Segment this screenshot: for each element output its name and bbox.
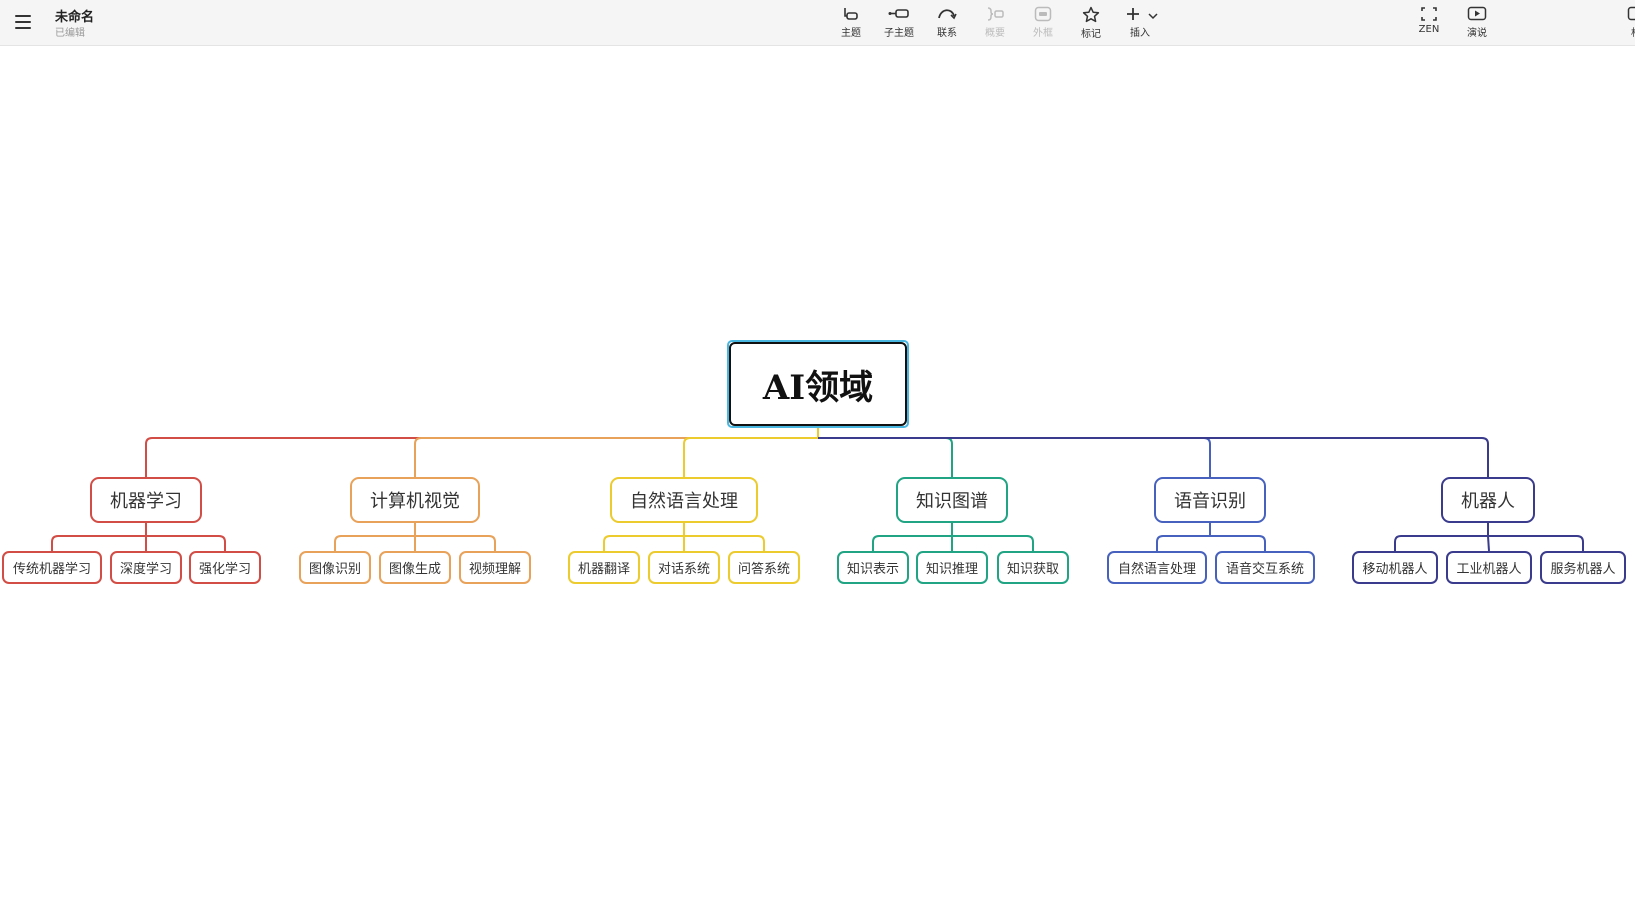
selection-highlight: [727, 340, 909, 428]
connector-line: [334, 535, 415, 551]
insert-button[interactable]: 插入: [1118, 4, 1162, 42]
connector-line: [952, 535, 1034, 551]
subtopic-node[interactable]: 自然语言处理: [1107, 551, 1207, 584]
document-title[interactable]: 未命名: [55, 10, 95, 25]
subtopic-node[interactable]: 图像识别: [299, 551, 371, 584]
connector-line: [818, 437, 1211, 477]
subtopic-node[interactable]: 知识获取: [997, 551, 1069, 584]
subtopic-node[interactable]: 深度学习: [110, 551, 182, 584]
plus-icon: [1127, 8, 1139, 20]
chevron-down-icon: [1148, 13, 1158, 20]
connector-line: [1394, 535, 1488, 551]
connector-line: [1487, 535, 1490, 552]
branch-topic[interactable]: 机器人: [1441, 477, 1535, 523]
connector-line: [818, 437, 953, 477]
boundary-box-icon: [1034, 6, 1052, 22]
topic-button-label: 主题: [841, 28, 861, 39]
subtopic-node[interactable]: 语音交互系统: [1215, 551, 1315, 584]
subtopic-node[interactable]: 工业机器人: [1446, 551, 1532, 584]
hamburger-menu-icon[interactable]: [12, 11, 34, 33]
present-button-label: 演说: [1467, 28, 1487, 39]
marker-button-label: 标记: [1081, 29, 1101, 40]
format-panel-label: 格: [1614, 24, 1635, 39]
relation-button-label: 联系: [937, 28, 957, 39]
subtopic-node[interactable]: 服务机器人: [1540, 551, 1626, 584]
root-topic[interactable]: AI领域: [729, 342, 907, 426]
subtopic-node[interactable]: 视频理解: [459, 551, 531, 584]
connector-line: [1488, 535, 1584, 551]
connector-line: [414, 437, 818, 477]
connector-line: [415, 535, 496, 551]
summary-brace-icon: [987, 7, 1004, 21]
relation-button[interactable]: 联系: [925, 4, 969, 42]
connector-line: [683, 437, 818, 477]
play-screen-icon: [1467, 6, 1487, 21]
subtopic-icon: [888, 9, 909, 18]
connector-line: [603, 535, 684, 551]
subtopic-node[interactable]: 问答系统: [728, 551, 800, 584]
zen-mode-button[interactable]: ZEN: [1407, 4, 1451, 42]
connector-line: [1210, 535, 1266, 551]
summary-button[interactable]: 概要: [973, 4, 1017, 42]
topic-button[interactable]: 主题: [829, 4, 873, 42]
present-button[interactable]: 演说: [1455, 4, 1499, 42]
subtopic-node[interactable]: 强化学习: [189, 551, 261, 584]
toolbar: 未命名 已编辑 主题 子主题 联系 概要: [0, 0, 1635, 46]
subtopic-button[interactable]: 子主题: [877, 4, 921, 42]
branch-topic[interactable]: 计算机视觉: [350, 477, 480, 523]
connector-line: [51, 535, 146, 551]
connector-line: [146, 535, 226, 551]
connector-line: [1156, 535, 1210, 551]
subtopic-node[interactable]: 对话系统: [648, 551, 720, 584]
topic-icon: [844, 8, 858, 20]
connector-line: [684, 535, 765, 551]
subtopic-node[interactable]: 图像生成: [379, 551, 451, 584]
star-icon: [1082, 6, 1100, 23]
connector-lines: [51, 426, 1584, 552]
boundary-button[interactable]: 外框: [1021, 4, 1065, 42]
relation-arc-icon: [938, 9, 957, 20]
branch-topic[interactable]: 知识图谱: [896, 477, 1008, 523]
branch-topic[interactable]: 语音识别: [1154, 477, 1266, 523]
subtopic-button-label: 子主题: [884, 28, 914, 39]
format-panel-button[interactable]: 格: [1614, 4, 1635, 42]
connector-line: [145, 437, 818, 477]
fullscreen-icon: [1421, 7, 1437, 21]
branch-topic[interactable]: 自然语言处理: [610, 477, 758, 523]
mindmap-canvas[interactable]: AI领域 机器学习传统机器学习深度学习强化学习 计算机视觉图像识别图像生成视频理解…: [0, 46, 1635, 911]
subtopic-node[interactable]: 传统机器学习: [2, 551, 102, 584]
document-save-status: 已编辑: [55, 28, 85, 39]
summary-button-label: 概要: [985, 28, 1005, 39]
branch-topic[interactable]: 机器学习: [90, 477, 202, 523]
subtopic-node[interactable]: 知识表示: [837, 551, 909, 584]
boundary-button-label: 外框: [1033, 28, 1053, 39]
marker-button[interactable]: 标记: [1069, 4, 1113, 42]
subtopic-node[interactable]: 移动机器人: [1352, 551, 1438, 584]
connector-line: [818, 437, 1489, 477]
zen-mode-label: ZEN: [1418, 24, 1440, 35]
insert-button-label: 插入: [1130, 28, 1150, 39]
subtopic-node[interactable]: 知识推理: [916, 551, 988, 584]
connector-line: [872, 535, 952, 551]
subtopic-node[interactable]: 机器翻译: [568, 551, 640, 584]
format-panel-icon: [1627, 6, 1635, 21]
